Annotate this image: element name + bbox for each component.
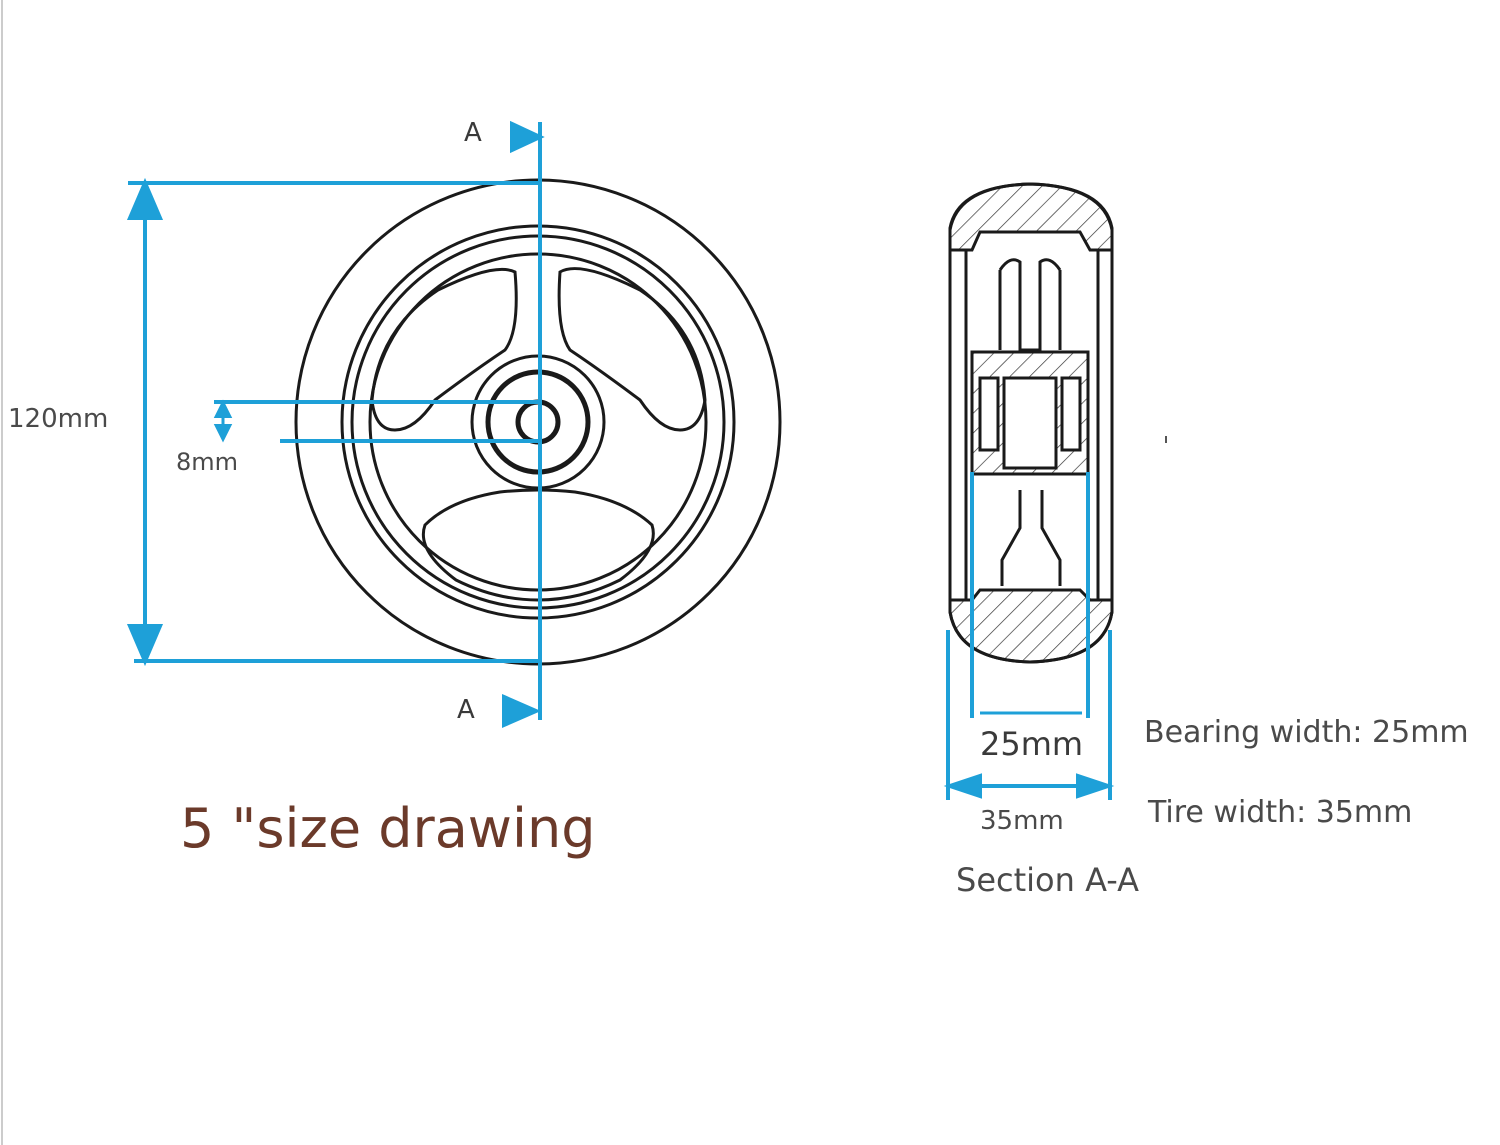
- section-view-wheel: [948, 182, 1114, 664]
- drawing-title: 5 "size drawing: [180, 797, 596, 860]
- section-arrow-top: [510, 120, 545, 154]
- diameter-arrow-bottom: [126, 624, 164, 667]
- tire-width-note: Tire width: 35mm: [1148, 795, 1413, 830]
- section-view-dimensions: [943, 472, 1115, 800]
- bore-arrow-bottom: [213, 424, 233, 443]
- section-mark-bottom: A: [457, 695, 475, 725]
- spoke-window-bottom: [421, 488, 655, 602]
- tire-arrow-left: [943, 773, 982, 799]
- bearing-dimension-label: 25mm: [980, 725, 1084, 763]
- bore-arrow-top: [213, 399, 233, 418]
- spoke-window-left: [370, 267, 518, 432]
- tread-bottom-hatched: [948, 588, 1114, 664]
- bearing-width-note: Bearing width: 25mm: [1144, 715, 1469, 750]
- spoke-web-upper: [998, 258, 1062, 352]
- spoke-window-right: [557, 267, 707, 432]
- tread-top-hatched: [948, 182, 1114, 252]
- bore-label: 8mm: [176, 448, 239, 476]
- diameter-label: 120mm: [8, 404, 109, 434]
- tire-arrow-right: [1076, 773, 1115, 799]
- section-caption: Section A-A: [956, 861, 1139, 899]
- section-mark-top: A: [464, 118, 482, 148]
- section-arrow-bottom: [502, 693, 541, 729]
- tire-dimension-label: 35mm: [980, 806, 1064, 836]
- bearing-bore-right: [1060, 376, 1082, 452]
- bearing-bore-left: [978, 376, 1000, 452]
- bearing-bore-center: [1002, 376, 1058, 470]
- spoke-web-lower: [1000, 490, 1062, 586]
- front-view-dimensions: [126, 120, 545, 729]
- diameter-arrow-top: [126, 177, 164, 220]
